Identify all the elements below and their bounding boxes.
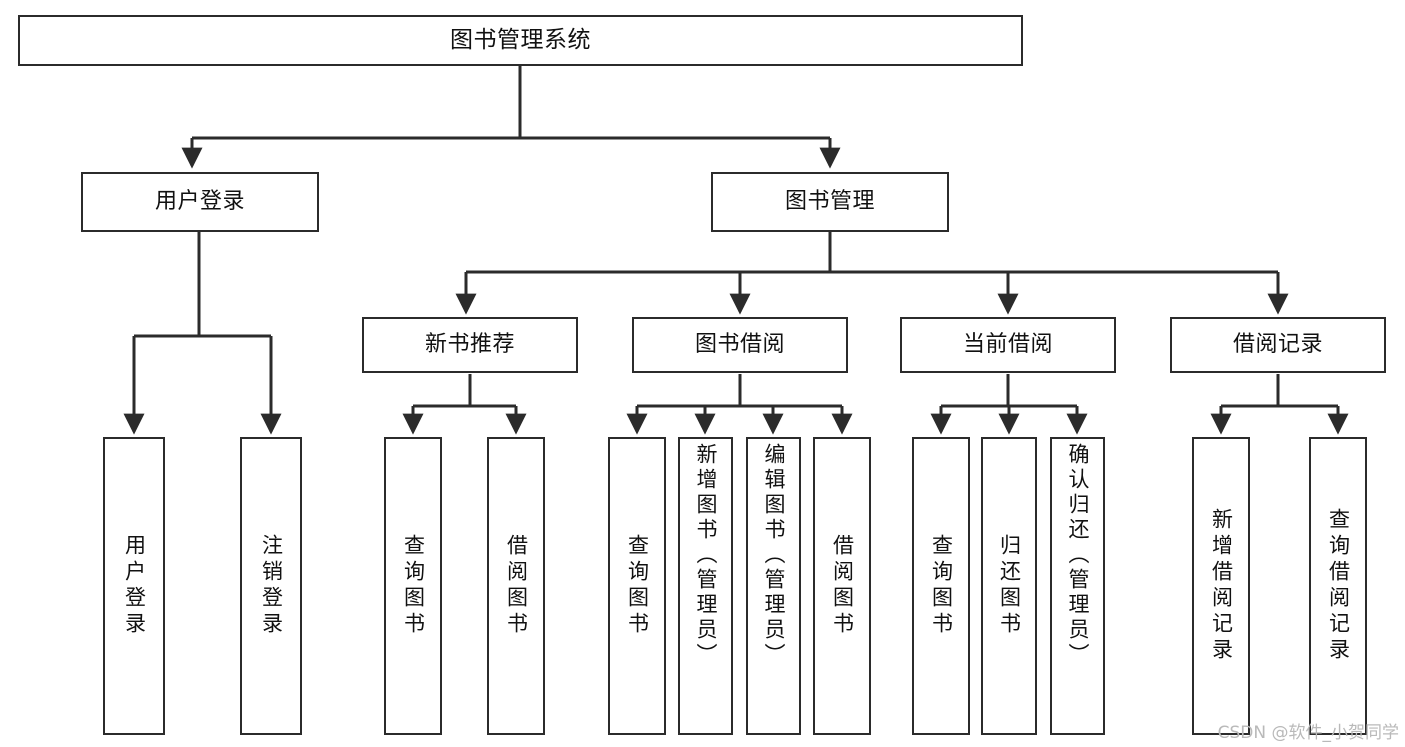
node-user-login[interactable]: 用户登录 [81,172,319,232]
leaf-query-borrow-record[interactable]: 查询借阅记录 [1309,437,1367,735]
csdn-watermark: CSDN @软件_小贺同学 [1217,723,1399,743]
node-book-management[interactable]: 图书管理 [711,172,949,232]
node-borrow-records[interactable]: 借阅记录 [1170,317,1386,373]
leaf-logout-label: 注销登录 [259,534,284,638]
leaf-query-book-newbook-label: 查询图书 [401,534,426,638]
node-user-login-label: 用户登录 [154,189,245,215]
leaf-borrow-book-newbook-label: 借阅图书 [504,534,529,638]
leaf-borrow-book-borrow[interactable]: 借阅图书 [813,437,871,735]
leaf-confirm-return-admin[interactable]: 确认归还（管理员） [1050,437,1105,735]
leaf-edit-book-admin[interactable]: 编辑图书（管理员） [746,437,801,735]
leaf-query-book-borrow-label: 查询图书 [625,534,650,638]
leaf-return-book-label: 归还图书 [997,534,1022,638]
node-book-borrow-label: 图书借阅 [694,332,785,358]
leaf-query-borrow-record-label: 查询借阅记录 [1326,508,1351,664]
leaf-query-book-current-label: 查询图书 [929,534,954,638]
leaf-query-book-newbook[interactable]: 查询图书 [384,437,442,735]
node-new-book-recommend-label: 新书推荐 [424,332,515,358]
node-root[interactable]: 图书管理系统 [18,15,1023,66]
node-borrow-records-label: 借阅记录 [1232,332,1323,358]
leaf-query-book-borrow[interactable]: 查询图书 [608,437,666,735]
node-new-book-recommend[interactable]: 新书推荐 [362,317,578,373]
leaf-query-book-current[interactable]: 查询图书 [912,437,970,735]
leaf-confirm-return-admin-label: 确认归还（管理员） [1066,443,1090,668]
leaf-add-borrow-record[interactable]: 新增借阅记录 [1192,437,1250,735]
leaf-add-book-admin[interactable]: 新增图书（管理员） [678,437,733,735]
node-book-management-label: 图书管理 [784,189,875,215]
leaf-logout[interactable]: 注销登录 [240,437,302,735]
leaf-return-book[interactable]: 归还图书 [981,437,1037,735]
node-root-label: 图书管理系统 [450,26,591,53]
leaf-add-book-admin-label: 新增图书（管理员） [694,443,718,668]
leaf-user-login[interactable]: 用户登录 [103,437,165,735]
leaf-add-borrow-record-label: 新增借阅记录 [1209,508,1234,664]
leaf-edit-book-admin-label: 编辑图书（管理员） [762,443,786,668]
leaf-user-login-label: 用户登录 [122,534,147,638]
node-current-borrow-label: 当前借阅 [962,332,1053,358]
node-book-borrow[interactable]: 图书借阅 [632,317,848,373]
node-current-borrow[interactable]: 当前借阅 [900,317,1116,373]
leaf-borrow-book-borrow-label: 借阅图书 [830,534,855,638]
leaf-borrow-book-newbook[interactable]: 借阅图书 [487,437,545,735]
